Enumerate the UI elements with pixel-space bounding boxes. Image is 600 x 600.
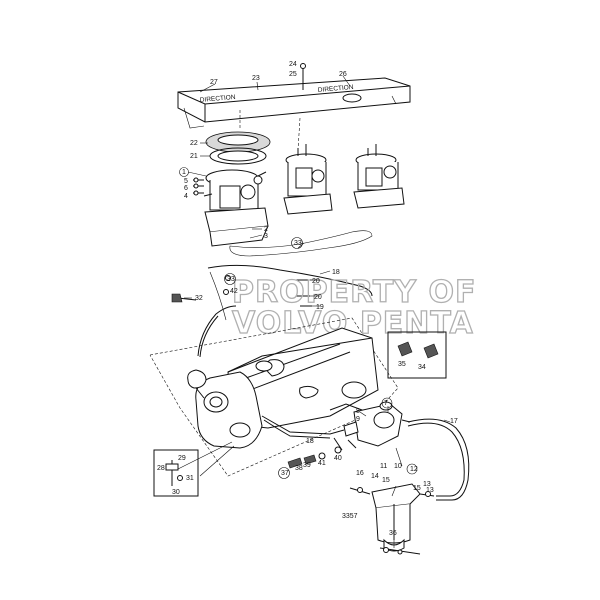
leader-lines: [184, 75, 451, 548]
callout-18a: 18: [332, 269, 340, 276]
callout-40: 40: [334, 455, 342, 462]
fuel-pipe-lower: [175, 415, 345, 477]
engine-timing-cover: [187, 369, 263, 449]
fuel-filter-drain: [379, 547, 421, 555]
callout-36: 36: [389, 530, 397, 537]
callout-18b: 18: [306, 438, 314, 445]
manifold-gasket: [229, 230, 373, 257]
silencer-screw: [300, 63, 306, 90]
callout-20b: 20: [314, 294, 322, 301]
fuel-pump: [343, 401, 411, 449]
drawing-number: 3357: [342, 513, 358, 520]
carburettor-3: [353, 144, 405, 209]
air-silencer-housing: DIRECTION DIRECTION: [177, 77, 411, 129]
callout-21: 21: [190, 153, 198, 160]
panel-label-34: 34: [418, 364, 426, 371]
callout-27: 27: [210, 79, 218, 86]
callout-8: 8: [356, 408, 360, 415]
callout-33a: 33: [294, 240, 302, 247]
callout-circles: [179, 167, 418, 479]
engine-outline-dashed: [149, 317, 399, 477]
callout-17: 17: [450, 418, 458, 425]
callout-22: 22: [190, 140, 198, 147]
callout-26: 26: [339, 71, 347, 78]
callout-10: 10: [394, 463, 402, 470]
callout-6: 6: [184, 185, 188, 192]
choke-cable: [171, 293, 197, 303]
callout-19: 19: [316, 304, 324, 311]
pipe-fittings: [287, 437, 343, 469]
bracket-panel: 29 28 31 30: [153, 449, 199, 497]
callout-13b: 13: [426, 487, 434, 494]
carburettor-2: [283, 144, 333, 215]
callout-14: 14: [371, 473, 379, 480]
svg-text:DIRECTION: DIRECTION: [318, 84, 355, 94]
callout-37: 37: [281, 470, 289, 477]
callout-3: 3: [264, 233, 268, 240]
svg-text:DIRECTION: DIRECTION: [200, 94, 237, 104]
callout-42: 42: [230, 288, 238, 295]
carburettor-studs: [193, 177, 204, 196]
panel-label-30: 30: [172, 489, 180, 496]
callout-7: 7: [384, 400, 388, 407]
panel-label-31: 31: [186, 475, 194, 482]
fuel-pipe-upper: [197, 305, 237, 358]
callout-16: 16: [356, 470, 364, 477]
callout-15a: 15: [382, 477, 390, 484]
callout-41: 41: [318, 460, 326, 467]
callout-23: 23: [252, 75, 260, 82]
callout-15b: 15: [413, 485, 421, 492]
callout-numbers: 24 25 27 23 26 22 21 1 5 6 4 2 3 33 33 1…: [182, 61, 458, 537]
panel-label-28: 28: [157, 465, 165, 472]
callout-4: 4: [184, 193, 188, 200]
fuel-filter: [349, 483, 435, 552]
throttle-linkage: [207, 264, 373, 321]
sensor-panel: 35 34: [387, 331, 447, 379]
fuel-hose: [407, 418, 470, 501]
callout-20a: 20: [312, 278, 320, 285]
callout-24: 24: [289, 61, 297, 68]
air-filter-ring: [205, 131, 271, 165]
callout-1: 1: [182, 169, 186, 176]
panel-label-35: 35: [398, 361, 406, 368]
callout-2: 2: [264, 226, 268, 233]
callout-38: 38: [295, 465, 303, 472]
callout-9: 9: [356, 416, 360, 423]
callout-12: 12: [410, 466, 418, 473]
watermark-line-1: PROPERTY OF: [232, 275, 476, 310]
callout-13a: 13: [423, 481, 431, 488]
callout-32: 32: [195, 295, 203, 302]
callout-39: 39: [303, 462, 311, 469]
callout-25: 25: [289, 71, 297, 78]
callout-5: 5: [184, 178, 188, 185]
panel-label-29: 29: [178, 455, 186, 462]
callout-33b: 33: [227, 276, 235, 283]
callout-11: 11: [380, 463, 387, 470]
carburettor-1: [203, 169, 269, 247]
watermark: PROPERTY OF VOLVO PENTA: [231, 274, 476, 341]
